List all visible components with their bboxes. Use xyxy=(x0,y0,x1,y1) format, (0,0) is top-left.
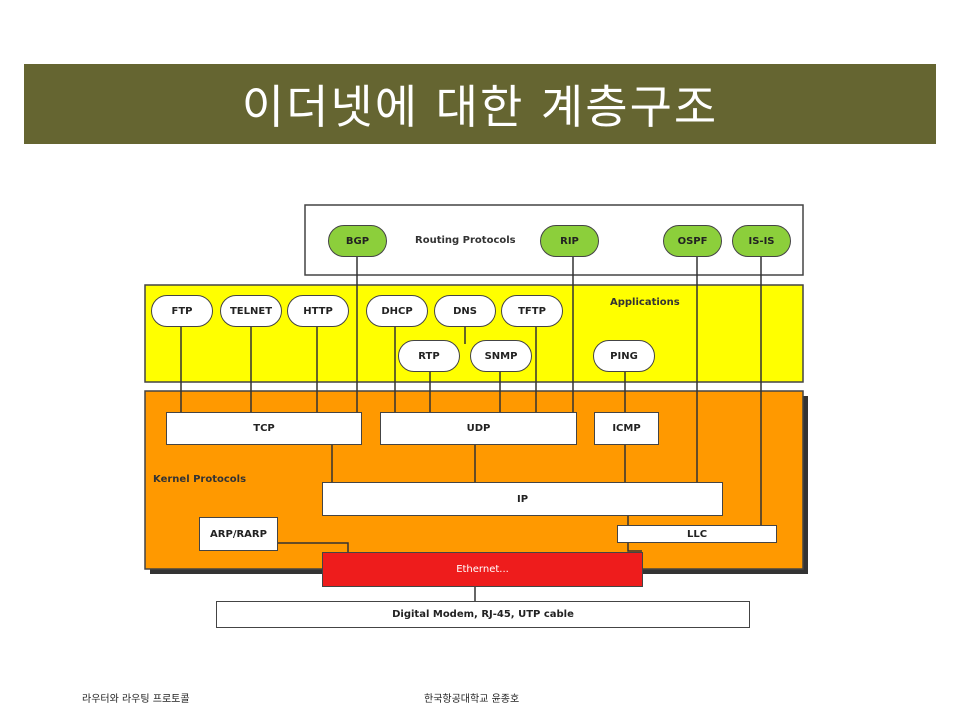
applications-region-label: Applications xyxy=(610,297,680,308)
pill-ospf: OSPF xyxy=(663,225,722,257)
connector-lines xyxy=(180,257,762,601)
pill-tftp: TFTP xyxy=(501,295,563,327)
line-arp-ethernet xyxy=(278,542,349,552)
box-udp: UDP xyxy=(380,412,577,445)
box-llc: LLC xyxy=(617,525,777,543)
footer-center: 한국항공대학교 윤종호 xyxy=(424,694,520,705)
box-tcp: TCP xyxy=(166,412,362,445)
line-llc-ethernet xyxy=(627,543,642,552)
pill-http: HTTP xyxy=(287,295,349,327)
pill-ping: PING xyxy=(593,340,655,372)
pill-rtp: RTP xyxy=(398,340,460,372)
pill-bgp: BGP xyxy=(328,225,387,257)
footer-left: 라우터와 라우팅 프로토콜 xyxy=(82,694,190,705)
box-ethernet: Ethernet... xyxy=(322,552,643,587)
pill-dns: DNS xyxy=(434,295,496,327)
pill-ftp: FTP xyxy=(151,295,213,327)
pill-snmp: SNMP xyxy=(470,340,532,372)
pill-isis: IS-IS xyxy=(732,225,791,257)
pill-rip: RIP xyxy=(540,225,599,257)
slide-title: 이더넷에 대한 계층구조 xyxy=(241,80,719,134)
box-icmp: ICMP xyxy=(594,412,659,445)
kernel-region-label: Kernel Protocols xyxy=(153,474,247,485)
pill-dhcp: DHCP xyxy=(366,295,428,327)
routing-region-label: Routing Protocols xyxy=(415,235,516,246)
box-physical: Digital Modem, RJ-45, UTP cable xyxy=(216,601,750,628)
title-bar: 이더넷에 대한 계층구조 xyxy=(24,64,936,144)
pill-telnet: TELNET xyxy=(220,295,282,327)
box-arp-rarp: ARP/RARP xyxy=(199,517,278,551)
box-ip: IP xyxy=(322,482,723,516)
